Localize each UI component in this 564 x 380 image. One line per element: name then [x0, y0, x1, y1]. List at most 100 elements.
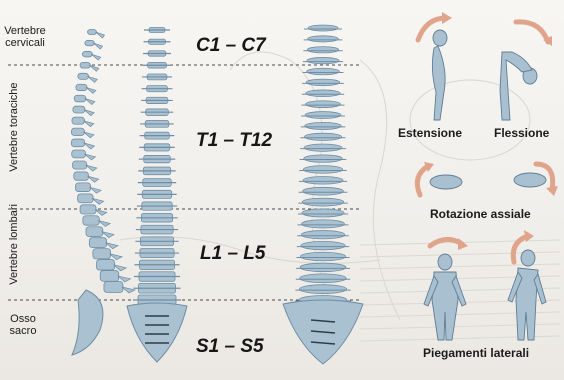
back-vertebra	[301, 231, 345, 239]
sacral-label: Osso sacro	[6, 314, 40, 337]
side-process	[118, 276, 131, 282]
side-process	[90, 187, 101, 193]
back-vertebra	[304, 144, 342, 151]
side-process	[85, 154, 96, 160]
side-vertebra	[80, 62, 90, 68]
thoracic-label: Vertebre toraciche	[9, 88, 21, 172]
lumbar-label-text: Vertebre lombari	[8, 204, 20, 285]
front-sacrum	[127, 303, 187, 362]
flexion-arrow	[516, 22, 548, 42]
side-vertebra	[71, 128, 84, 135]
extension-arrow-head	[442, 12, 452, 24]
side-process	[89, 65, 99, 71]
side-process	[98, 220, 110, 226]
side-vertebra	[72, 117, 84, 124]
range-thoracic: T1 – T12	[196, 131, 272, 151]
rotation-arrow-right-head	[546, 186, 558, 196]
side-vertebra	[97, 260, 115, 270]
sacral-label-line1: Osso	[6, 314, 40, 326]
side-vertebra	[78, 73, 89, 79]
side-process	[84, 143, 95, 149]
range-cervical: C1 – C7	[196, 36, 266, 56]
side-vertebra	[89, 238, 106, 248]
movement-figures	[417, 12, 558, 340]
lateral-figure-left-head	[438, 254, 452, 270]
rotation-arrow-left	[417, 166, 428, 195]
back-vertebra	[307, 57, 339, 63]
side-process	[83, 132, 94, 138]
extension-label: Estensione	[398, 127, 462, 140]
flexion-label: Flessione	[494, 127, 549, 140]
side-vertebra	[78, 194, 94, 203]
back-vertebra	[304, 155, 343, 162]
side-vertebra	[76, 84, 87, 90]
range-lumbar: L1 – L5	[200, 244, 265, 264]
back-vertebra	[305, 101, 340, 108]
extension-figure-body	[432, 46, 445, 120]
side-process	[85, 99, 95, 105]
back-vertebra	[299, 285, 346, 294]
side-vertebra	[82, 51, 92, 57]
side-vertebra	[104, 282, 123, 293]
back-vertebra	[305, 112, 341, 119]
back-vertebra	[303, 187, 344, 195]
side-vertebra	[73, 106, 85, 113]
side-process	[91, 54, 100, 60]
back-vertebra	[307, 47, 338, 53]
sacral-label-line2: sacro	[6, 326, 40, 338]
side-process	[93, 43, 102, 49]
back-vertebra	[301, 241, 345, 249]
back-vertebra	[300, 263, 346, 272]
side-process	[84, 110, 94, 116]
side-process	[114, 265, 127, 271]
side-vertebra	[80, 205, 96, 214]
thoracic-label-text: Vertebre toraciche	[8, 82, 20, 171]
back-vertebra	[300, 252, 345, 261]
back-vertebra	[307, 68, 340, 74]
side-process	[86, 87, 96, 93]
back-vertebra	[306, 90, 340, 97]
side-vertebra	[72, 150, 86, 158]
back-vertebra	[305, 122, 341, 129]
back-vertebra	[302, 220, 345, 228]
anterior-spine-view	[127, 28, 187, 363]
back-vertebra	[308, 36, 339, 42]
side-vertebra	[83, 216, 99, 225]
side-process	[96, 32, 105, 38]
cervical-label: Vertebre cervicali	[2, 26, 48, 49]
side-process	[122, 287, 135, 293]
side-vertebra	[71, 139, 84, 147]
side-vertebra	[74, 172, 89, 180]
side-vertebra	[86, 227, 103, 237]
back-vertebra	[308, 25, 338, 31]
back-vertebra	[302, 209, 344, 217]
lateral-figure-right-head	[521, 250, 535, 266]
side-vertebra	[88, 30, 97, 35]
rotation-label: Rotazione assiale	[430, 208, 531, 221]
back-vertebra	[300, 274, 347, 283]
back-vertebra	[303, 166, 342, 174]
side-process	[87, 176, 98, 182]
extension-figure-head	[433, 30, 447, 46]
side-vertebra	[75, 183, 90, 192]
side-process	[110, 254, 122, 260]
side-vertebra	[73, 161, 87, 169]
faint-sketch	[410, 80, 530, 160]
side-vertebra	[85, 40, 94, 45]
side-process	[102, 232, 114, 238]
rotation-figure-right	[514, 173, 546, 187]
side-process	[95, 209, 107, 215]
side-vertebra	[93, 249, 111, 259]
back-vertebra	[302, 198, 344, 206]
posterior-spine-view	[283, 25, 363, 364]
side-vertebra	[100, 271, 119, 282]
lumbar-label: Vertebre lombari	[9, 209, 21, 285]
back-vertebra	[306, 79, 340, 86]
back-vertebra	[304, 133, 341, 140]
cervical-label-text: Vertebre cervicali	[4, 25, 46, 49]
side-process	[86, 165, 97, 171]
side-process	[92, 198, 104, 204]
lateral-arrow-left-head	[458, 238, 468, 250]
